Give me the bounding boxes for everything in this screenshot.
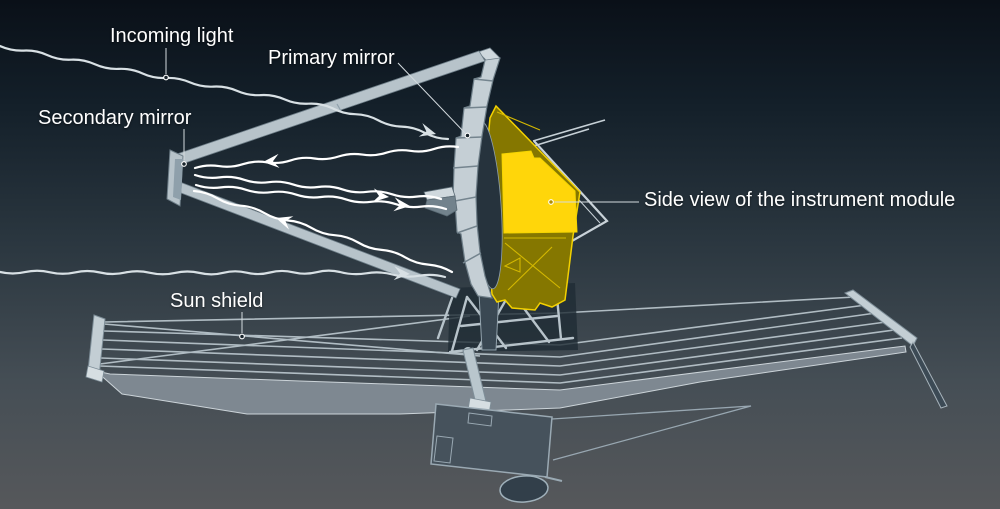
sun-shield-cross-line — [103, 323, 481, 357]
label-incoming-light: Incoming light — [110, 25, 234, 47]
light-ray — [192, 189, 454, 274]
light-ray-arrowhead — [372, 188, 389, 203]
mirror-segment-step — [463, 106, 488, 109]
mirror-segment-step — [452, 165, 479, 169]
light-ray-arrowhead — [276, 216, 294, 230]
light-ray — [0, 44, 450, 141]
leader-dot-sun-shield — [239, 333, 245, 340]
sun-shield-layer-line — [101, 321, 887, 367]
label-secondary-mirror: Secondary mirror — [38, 107, 192, 129]
bus-detail-rect — [467, 412, 493, 427]
secondary-mirror-face — [173, 159, 183, 200]
leader-primary-mirror — [397, 62, 466, 134]
mirror-segment-step — [462, 252, 482, 264]
light-ray-arrowhead — [393, 197, 410, 212]
label-primary-mirror: Primary mirror — [268, 47, 395, 69]
spacecraft-bus — [430, 347, 563, 503]
light-rays — [0, 44, 460, 281]
light-ray — [193, 145, 460, 170]
sun-shield-right-tip — [843, 289, 918, 347]
bus-foot — [544, 476, 563, 482]
light-ray — [193, 173, 443, 201]
trim-flap — [909, 340, 948, 409]
module-detail-line — [507, 246, 553, 291]
instrument-module — [486, 104, 581, 311]
mirror-top-cap — [477, 47, 501, 61]
truss-member — [459, 314, 559, 328]
truss-member — [450, 295, 469, 353]
leader-dot-incoming-light — [163, 74, 169, 81]
sun-shield-left-bracket — [85, 365, 105, 383]
antenna-line — [532, 119, 606, 142]
leader-dot-primary-mirror — [464, 132, 471, 139]
light-ray-arrowhead — [418, 123, 436, 137]
label-instrument-module: Side view of the instrument module — [644, 189, 956, 211]
mirror-segment-step — [473, 78, 494, 82]
label-sun-shield: Sun shield — [170, 290, 264, 312]
telescope-struts — [167, 50, 486, 299]
leader-dot-secondary-mirror — [181, 161, 187, 167]
mirror-segment-band — [452, 55, 501, 299]
bus-panel — [430, 403, 553, 478]
truss-member — [436, 296, 454, 340]
light-ray-arrowhead — [393, 266, 410, 281]
mirror-segment-step — [454, 196, 477, 202]
secondary-mirror — [166, 149, 184, 207]
antenna-dish — [499, 475, 549, 503]
sun-shield — [85, 289, 948, 415]
module-detail-line — [496, 111, 541, 131]
light-ray — [0, 269, 447, 279]
sun-shield-layer-line — [102, 312, 877, 358]
mirror-segment-step — [456, 225, 478, 234]
strut-joint — [336, 103, 342, 112]
module-highlight-face — [501, 150, 578, 234]
module-detail-line — [503, 257, 521, 273]
primary-mirror — [423, 47, 503, 299]
sun-shield-base-layer — [94, 345, 907, 415]
sun-shield-layer-line — [99, 337, 903, 384]
leader-lines — [163, 48, 639, 340]
light-ray-arrowhead — [263, 153, 280, 168]
sun-shield-cross-line — [99, 315, 471, 365]
bus-detail-rect — [433, 435, 454, 464]
sun-shield-layer-line — [100, 329, 895, 376]
leader-dot-instrument-module — [548, 199, 554, 205]
antenna-boom-lines — [551, 405, 752, 461]
